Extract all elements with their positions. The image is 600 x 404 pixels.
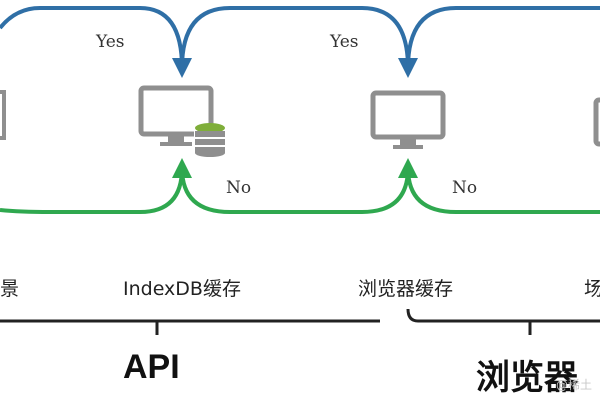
computer-database-icon — [138, 85, 226, 157]
yes-label-2: Yes — [330, 32, 359, 52]
no-arrow-2 — [180, 158, 418, 214]
no-arrow-left-tail — [0, 208, 51, 214]
node-label-indexdb: IndexDB缓存 — [123, 278, 241, 300]
node-label-partial-left: 景 — [0, 278, 20, 300]
no-label-1: No — [226, 178, 252, 198]
yes-label-1: Yes — [96, 32, 125, 52]
no-arrow-3 — [406, 167, 600, 214]
server-icon — [0, 90, 6, 140]
no-label-2: No — [452, 178, 478, 198]
watermark-text: @稀土 — [556, 378, 593, 392]
browser-bracket — [406, 308, 600, 335]
yes-arrow-left-tail — [0, 6, 41, 30]
api-bracket — [0, 319, 380, 335]
node-label-browser-cache: 浏览器缓存 — [358, 278, 454, 300]
no-arrow-1 — [50, 158, 192, 214]
yes-arrow-2 — [180, 6, 418, 78]
group-label-browser: 浏览器 — [476, 359, 578, 397]
computer-icon-partial — [593, 97, 600, 147]
computer-icon — [370, 90, 446, 149]
database-icon — [194, 123, 226, 157]
yes-arrow-3 — [406, 6, 600, 69]
group-label-api: API — [123, 348, 180, 386]
node-label-partial-right: 场 — [584, 278, 600, 300]
